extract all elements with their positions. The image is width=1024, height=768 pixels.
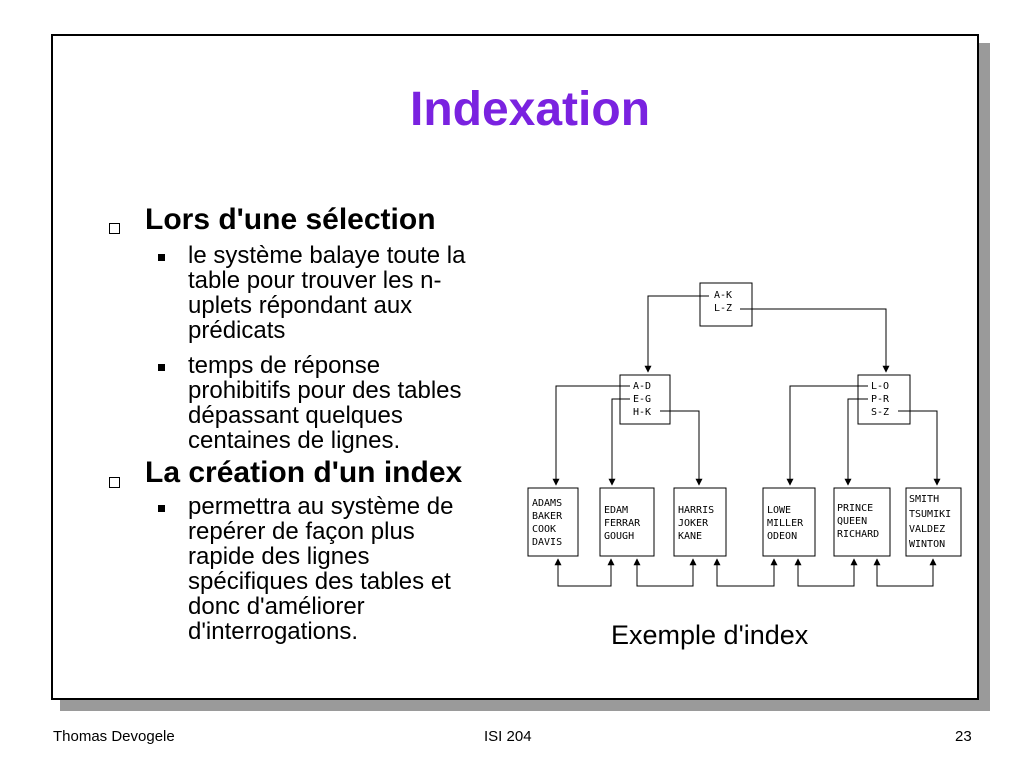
bullet-dot-icon	[158, 364, 165, 371]
leaf2-name: FERRAR	[604, 518, 641, 529]
leaf6-name: VALDEZ	[909, 524, 945, 535]
bullet-dot-icon	[158, 254, 165, 261]
leaf2-name: GOUGH	[604, 531, 634, 542]
leaf-node-5	[833, 487, 891, 557]
slide-frame	[51, 34, 979, 700]
right-key-3: S-Z	[871, 407, 889, 418]
root-node	[699, 282, 753, 327]
diagram-caption: Exemple d'index	[611, 620, 809, 650]
section1-heading: Lors d'une sélection	[145, 203, 436, 236]
leaf2-name: EDAM	[604, 505, 628, 516]
leaf4-name: ODEON	[767, 531, 797, 542]
leaf1-name: COOK	[532, 524, 556, 535]
footer-author: Thomas Devogele	[53, 728, 175, 745]
leaf-node-4	[762, 487, 816, 557]
left-key-2: E-G	[633, 394, 651, 405]
leaf4-name: MILLER	[767, 518, 804, 529]
leaf6-name: WINTON	[909, 539, 945, 550]
root-key-1: A-K	[714, 290, 732, 301]
leaf-node-6	[905, 487, 962, 557]
right-key-2: P-R	[871, 394, 890, 405]
section1-item-1: le système balaye toute la table pour tr…	[188, 242, 466, 344]
section1-item-2: temps de réponse prohibitifs pour des ta…	[188, 352, 462, 454]
leaf1-name: DAVIS	[532, 537, 562, 548]
right-key-1: L-O	[871, 381, 889, 392]
leaf3-name: HARRIS	[678, 505, 714, 516]
leaf5-name: PRINCE	[837, 503, 873, 514]
leaf1-name: BAKER	[532, 511, 563, 522]
leaf6-name: TSUMIKI	[909, 509, 951, 520]
leaf1-name: ADAMS	[532, 498, 562, 509]
section2-item-1: permettra au système de repérer de façon…	[188, 493, 454, 645]
leaf3-name: KANE	[678, 531, 702, 542]
leaf5-name: QUEEN	[837, 516, 867, 527]
left-key-1: A-D	[633, 381, 651, 392]
footer-page-number: 23	[955, 728, 972, 745]
footer-course: ISI 204	[484, 728, 532, 745]
slide-title: Indexation	[409, 83, 651, 136]
leaf4-name: LOWE	[767, 505, 791, 516]
square-bullet-icon	[109, 223, 120, 234]
bullet-dot-icon	[158, 505, 165, 512]
left-key-3: H-K	[633, 407, 651, 418]
leaf6-name: SMITH	[909, 494, 939, 505]
leaf3-name: JOKER	[678, 518, 709, 529]
leaf-node-2	[599, 487, 655, 557]
leaf-node-1	[527, 487, 579, 557]
root-key-2: L-Z	[714, 303, 732, 314]
leaf-node-3	[673, 487, 727, 557]
leaf5-name: RICHARD	[837, 529, 879, 540]
square-bullet-icon	[109, 477, 120, 488]
section2-heading: La création d'un index	[145, 456, 463, 489]
